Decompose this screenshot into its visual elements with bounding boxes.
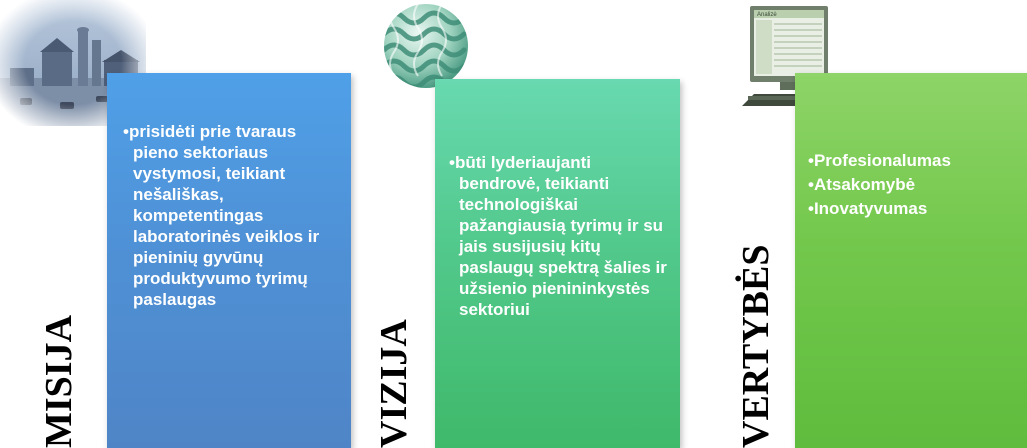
values-label: VERTYBĖS <box>735 244 777 448</box>
mission-card: •prisidėti prie tvaraus pieno sektoriaus… <box>107 73 351 448</box>
mission-bullet: •prisidėti prie tvaraus pieno sektoriaus… <box>123 122 320 309</box>
monitor-window-title: Analizė <box>757 12 777 18</box>
values-bullet-list: •Profesionalumas •Atsakomybė •Inovatyvum… <box>808 149 1023 221</box>
globe-image <box>380 0 473 92</box>
vision-bullet: •būti lyderiaujanti bendrovė, teikianti … <box>449 153 667 319</box>
vision-bullet-list: •būti lyderiaujanti bendrovė, teikianti … <box>449 152 675 320</box>
values-card: •Profesionalumas •Atsakomybė •Inovatyvum… <box>795 73 1027 448</box>
vision-label: VIZIJA <box>373 319 415 448</box>
computer-image: Analizė <box>742 0 835 110</box>
vision-card: •būti lyderiaujanti bendrovė, teikianti … <box>435 79 680 448</box>
computer-monitor-icon: Analizė <box>742 6 835 106</box>
mission-label: MISIJA <box>38 314 80 448</box>
values-bullet-innovation: •Inovatyvumas <box>808 199 928 218</box>
values-bullet-responsibility: •Atsakomybė <box>808 175 916 194</box>
mission-bullet-list: •prisidėti prie tvaraus pieno sektoriaus… <box>123 121 345 310</box>
values-bullet-professionalism: •Profesionalumas <box>808 151 951 170</box>
globe-sphere-icon <box>384 4 468 88</box>
